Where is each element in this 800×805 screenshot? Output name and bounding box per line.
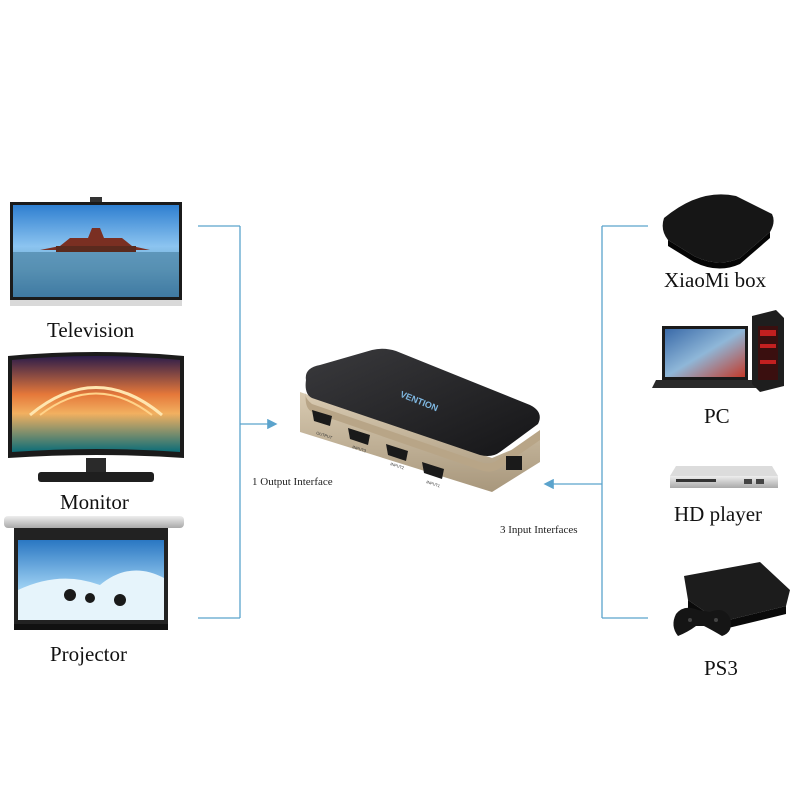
input-interfaces-annotation: 3 Input Interfaces: [500, 524, 578, 536]
monitor-image: [8, 352, 184, 482]
hdmi-port-input3: [348, 428, 370, 445]
port-label-input3: INPUT3: [352, 444, 368, 453]
output-interface-annotation: 1 Output Interface: [252, 476, 333, 488]
hdmi-port-output: [312, 410, 332, 426]
input-connector-lines: [543, 225, 648, 619]
hdmi-port-input2: [386, 444, 408, 461]
xiaomi-box-label: XiaoMi box: [664, 268, 767, 292]
pc-label: PC: [704, 404, 730, 428]
port-label-input2: INPUT2: [390, 461, 406, 470]
output-connector-lines: [198, 225, 278, 619]
monitor-label: Monitor: [60, 490, 129, 514]
hd-player-label: HD player: [674, 502, 763, 526]
ps3-image: [673, 562, 790, 636]
port-label-output: OUTPUT: [316, 430, 334, 440]
hdmi-port-input1: [422, 462, 444, 479]
hd-player-image: [670, 466, 778, 488]
television-image: [10, 197, 182, 306]
hdmi-switch-device: VENTION OUTPUT INPUT3 INPUT2 INPUT1: [300, 348, 540, 492]
projector-image: [4, 516, 184, 630]
ps3-label: PS3: [704, 656, 738, 680]
projector-label: Projector: [50, 642, 127, 666]
port-label-input1: INPUT1: [426, 479, 442, 488]
pc-image: [652, 310, 784, 392]
television-label: Television: [47, 318, 135, 342]
power-connector-icon: [506, 456, 522, 470]
xiaomi-box-image: [662, 194, 774, 269]
